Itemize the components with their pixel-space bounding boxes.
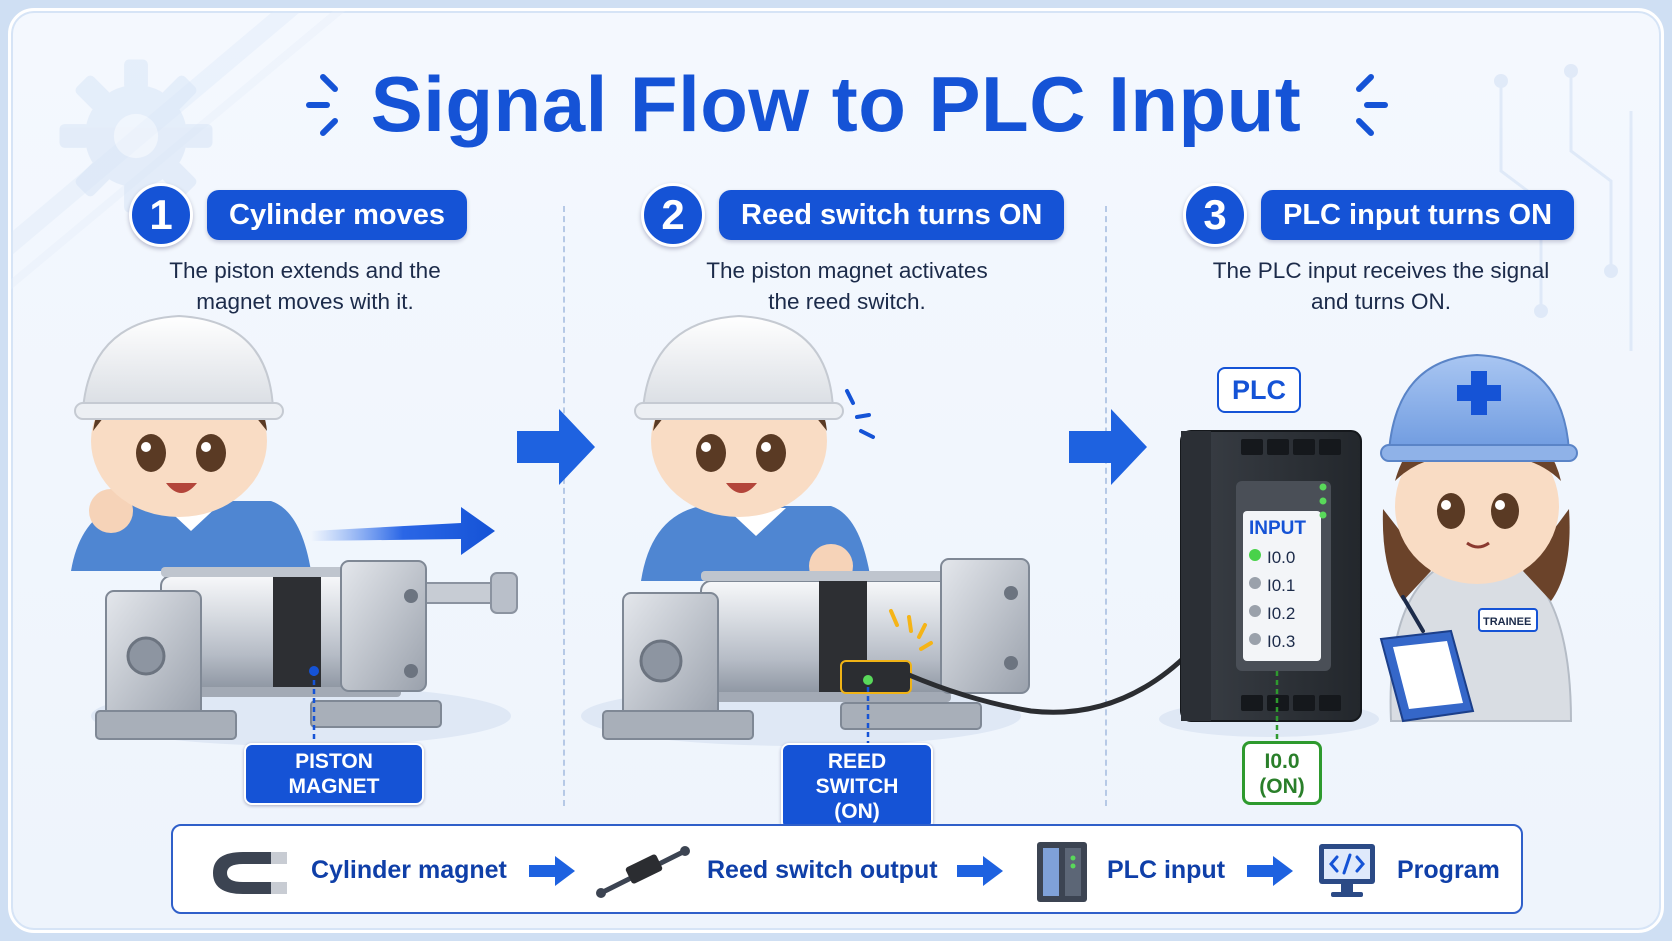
step-title: Cylinder moves [207,190,467,240]
gear-icon [59,59,213,213]
section-divider [1105,206,1107,806]
sparkle-left-icon [306,74,338,136]
step-1-header: 1 Cylinder moves [129,183,467,247]
description-line: the reed switch. [768,289,926,314]
tag-line: (ON) [834,800,880,823]
io-status-tag: I0.0 (ON) [1242,741,1322,805]
step-title: Reed switch turns ON [719,190,1065,240]
plc-input-i02: I0.2 [1267,604,1295,623]
plc-input-i03: I0.3 [1267,632,1295,651]
step-number: 1 [129,183,193,247]
step-title: PLC input turns ON [1261,190,1575,240]
section-divider [563,206,565,806]
arrow-right-icon [529,856,575,886]
description-line: The piston magnet activates [706,258,988,283]
sparkle-right-icon [1356,74,1388,136]
plc-label: PLC [1217,367,1301,413]
step-2-description: The piston magnet activates the reed swi… [637,255,1057,317]
step-3-description: The PLC input receives the signal and tu… [1171,255,1591,317]
reed-switch [840,609,1193,747]
arrow-right-icon [1247,856,1293,886]
trainee-badge: TRAINEE [1483,616,1531,628]
infographic-frame: Signal Flow to PLC Input 1 Cylinder move… [8,8,1664,933]
monitor-code-icon [1319,844,1375,897]
description-line: The PLC input receives the signal [1212,258,1550,283]
plc-input-header: INPUT [1249,518,1306,539]
description-line: magnet moves with it. [196,289,414,314]
circuit-decoration [1494,64,1633,351]
illustration: INPUT I0.0 I0.1 I0.2 I0.3 TRAINEE [71,314,1578,747]
reed-switch-icon [596,846,690,898]
step-arrow-icon [1069,409,1147,485]
worker-1 [71,314,311,571]
page-title: Signal Flow to PLC Input [370,60,1302,148]
pneumatic-cylinder-2 [581,558,1030,746]
flow-label-program: Program [1397,856,1500,884]
tag-line: I0.0 [1264,750,1300,773]
plc-icon [1037,842,1087,902]
flow-label-reed-switch-output: Reed switch output [707,856,938,884]
arrow-right-icon [957,856,1003,886]
step-arrow-icon [517,409,595,485]
pneumatic-cylinder-1 [91,560,518,747]
description-line: The piston extends and the [169,258,441,283]
tag-line: (ON) [1259,775,1305,798]
plc-input-i00: I0.0 [1267,548,1295,567]
piston-magnet-tag: PISTON MAGNET [244,743,424,805]
worker-3: TRAINEE [1379,353,1578,723]
flow-label-plc-input: PLC input [1107,856,1226,884]
flow-label-cylinder-magnet: Cylinder magnet [311,856,507,884]
plc-input-i01: I0.1 [1267,576,1295,595]
worker-2 [634,314,875,588]
step-2-header: 2 Reed switch turns ON [641,183,1065,247]
reed-switch-tag: REED SWITCH (ON) [781,743,933,830]
motion-arrow [311,507,495,555]
tag-line: REED SWITCH [815,750,899,798]
step-number: 2 [641,183,705,247]
magnet-icon [213,852,287,894]
clipboard-icon [1379,629,1475,723]
step-number: 3 [1183,183,1247,247]
step-3-header: 3 PLC input turns ON [1183,183,1575,247]
signal-flow-bar: Cylinder magnet Reed switch output PLC i… [171,824,1523,914]
description-line: and turns ON. [1310,289,1452,314]
step-1-description: The piston extends and the magnet moves … [95,255,515,317]
plc-unit: INPUT I0.0 I0.1 I0.2 I0.3 [1159,430,1379,739]
